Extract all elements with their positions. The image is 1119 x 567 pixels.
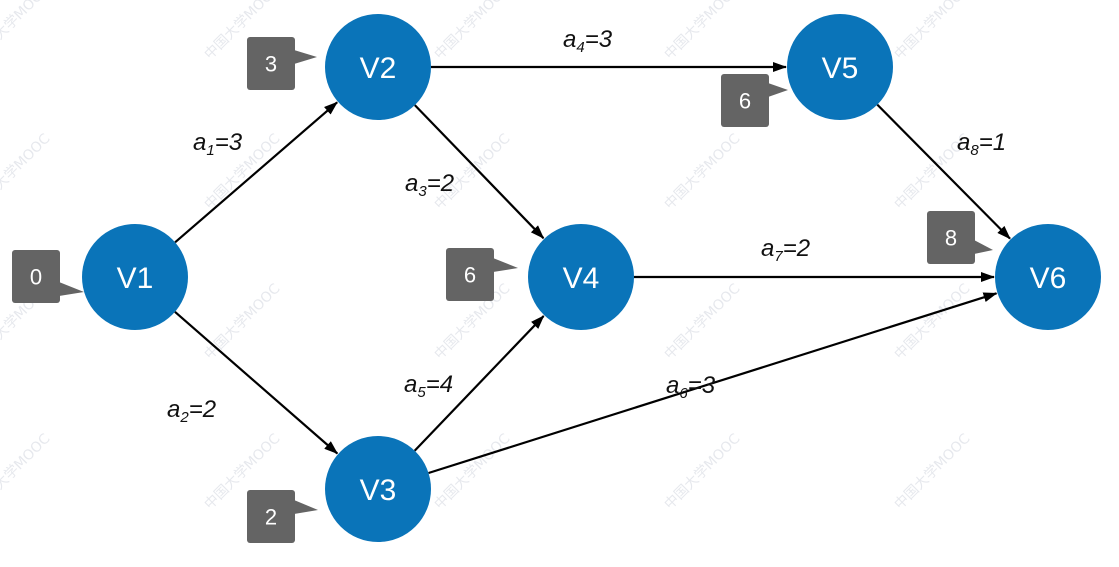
time-tag-v6: 8 bbox=[927, 211, 993, 264]
edge-label-a5: a5=4 bbox=[404, 371, 453, 401]
time-tag-v4: 6 bbox=[446, 248, 518, 301]
edge-v5-v6 bbox=[876, 103, 1011, 240]
node-label: V4 bbox=[563, 262, 600, 295]
node-v3: V3 bbox=[325, 436, 431, 542]
tag-pointer bbox=[294, 50, 317, 64]
node-circle bbox=[82, 224, 188, 330]
node-v6: V6 bbox=[995, 224, 1101, 330]
edge-v2-v4 bbox=[414, 104, 545, 239]
watermark-text: 中国大学MOOC bbox=[202, 281, 284, 363]
watermark-text: 中国大学MOOC bbox=[662, 281, 744, 363]
edge-v3-v6 bbox=[428, 292, 998, 475]
node-label: V1 bbox=[117, 262, 154, 295]
edge-label-a7: a7=2 bbox=[761, 235, 810, 265]
watermark-text: 中国大学MOOC bbox=[432, 0, 514, 63]
watermark-text: 中国大学MOOC bbox=[0, 0, 54, 63]
node-circle bbox=[325, 14, 431, 120]
tag-pointer bbox=[493, 258, 518, 272]
tag-pointer bbox=[294, 500, 318, 514]
node-v1: V1 bbox=[82, 224, 188, 330]
edge-label-a1: a1=3 bbox=[193, 129, 243, 159]
edge-label-a4: a4=3 bbox=[563, 26, 613, 56]
watermark-text: 中国大学MOOC bbox=[662, 0, 744, 63]
watermark-text: 中国大学MOOC bbox=[0, 131, 54, 213]
edge-label-a2: a2=2 bbox=[167, 396, 216, 426]
watermark-text: 中国大学MOOC bbox=[662, 131, 744, 213]
tag-value: 3 bbox=[265, 52, 277, 77]
time-tag-v2: 3 bbox=[247, 37, 317, 90]
node-circle bbox=[787, 14, 893, 120]
edge-label-a8: a8=1 bbox=[957, 129, 1006, 159]
edge-label-a3: a3=2 bbox=[405, 170, 454, 200]
node-label: V5 bbox=[822, 52, 859, 85]
node-circle bbox=[995, 224, 1101, 330]
watermark-text: 中国大学MOOC bbox=[432, 431, 514, 513]
tag-pointer bbox=[59, 282, 84, 296]
watermark-text: 中国大学MOOC bbox=[892, 431, 974, 513]
node-label: V6 bbox=[1030, 262, 1067, 295]
edges-layer bbox=[174, 62, 1011, 475]
node-v4: V4 bbox=[528, 224, 634, 330]
time-tag-v5: 6 bbox=[721, 74, 788, 127]
tag-value: 6 bbox=[464, 263, 476, 288]
tag-value: 6 bbox=[739, 89, 751, 114]
time-tag-v3: 2 bbox=[247, 490, 318, 543]
edge-labels-layer: a1=3 a2=2 a3=2 a4=3 a5=4 a6=3 a7=2 a8=1 bbox=[167, 26, 1006, 426]
edge-label-a6: a6=3 bbox=[666, 372, 716, 402]
node-v2: V2 bbox=[325, 14, 431, 120]
watermark-text: 中国大学MOOC bbox=[662, 431, 744, 513]
watermark-text: 中国大学MOOC bbox=[0, 431, 54, 513]
tag-pointer bbox=[974, 240, 993, 254]
tag-value: 0 bbox=[30, 265, 42, 290]
tag-pointer bbox=[768, 83, 788, 97]
tag-value: 2 bbox=[265, 505, 277, 530]
node-circle bbox=[325, 436, 431, 542]
tag-value: 8 bbox=[945, 226, 957, 251]
tags-layer: 0 3 2 6 6 8 bbox=[12, 37, 993, 543]
node-v5: V5 bbox=[787, 14, 893, 120]
node-label: V3 bbox=[360, 474, 397, 507]
time-tag-v1: 0 bbox=[12, 250, 84, 303]
edge-v3-v4 bbox=[413, 315, 545, 452]
node-circle bbox=[528, 224, 634, 330]
node-label: V2 bbox=[360, 52, 397, 85]
watermark-text: 中国大学MOOC bbox=[892, 0, 974, 63]
edge-v1-v2 bbox=[174, 101, 338, 244]
edge-v1-v3 bbox=[174, 311, 339, 455]
